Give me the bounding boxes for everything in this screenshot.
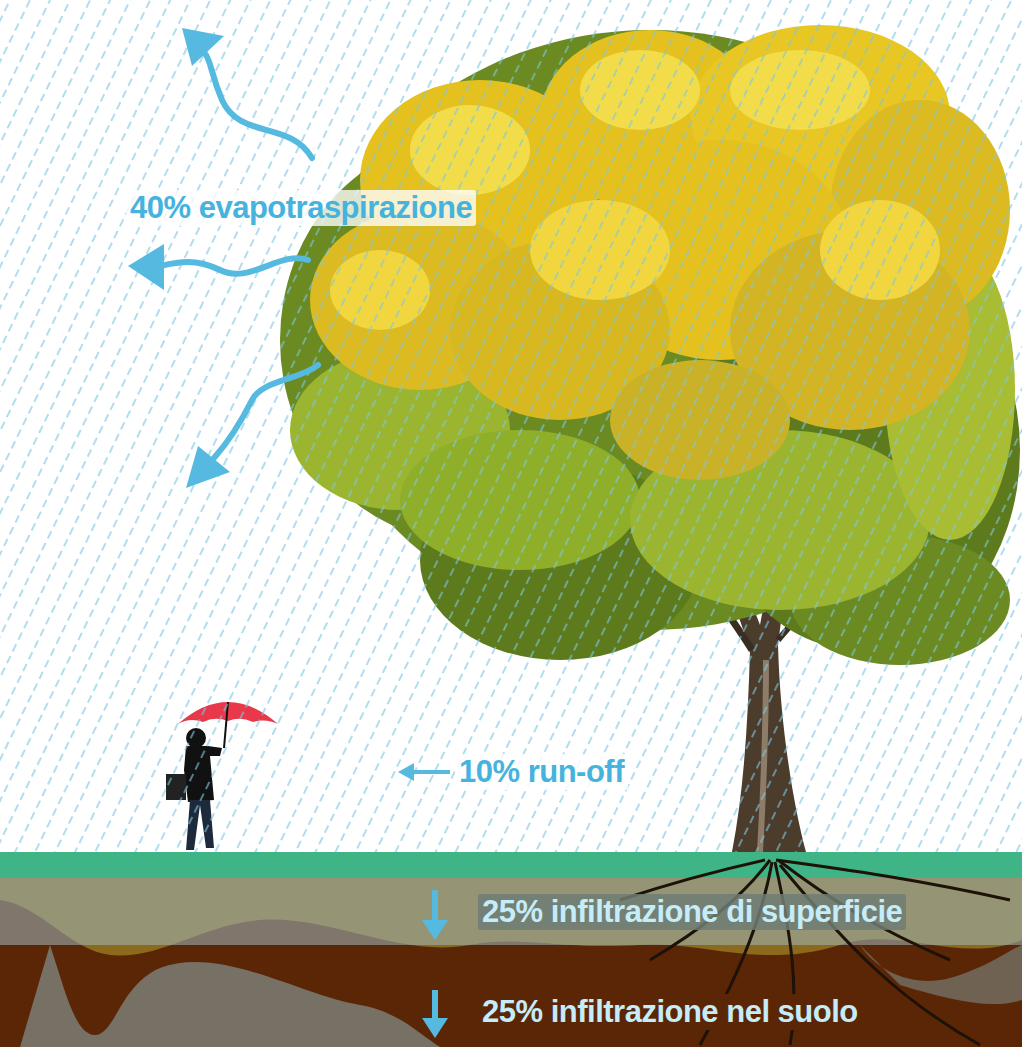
water-in-soil — [20, 945, 440, 1047]
flow-label: 25% infiltrazione di superficie — [478, 894, 906, 930]
arrowhead — [186, 446, 230, 488]
arrowhead — [182, 28, 224, 66]
arrow — [160, 258, 308, 274]
arrowhead — [422, 1018, 448, 1038]
flow-label: 40% evapotraspirazione — [126, 190, 476, 226]
arrow — [214, 365, 318, 458]
infiltration-arrow — [432, 990, 438, 1020]
topsoil — [0, 878, 1022, 955]
arrow — [204, 52, 312, 158]
evaporation-arrows — [160, 52, 318, 458]
arrowheads — [128, 28, 450, 1038]
rain — [0, 0, 1022, 852]
flow-label: 25% infiltrazione nel suolo — [478, 994, 862, 1030]
flow-label: 10% run-off — [455, 754, 628, 790]
arrowhead — [422, 920, 448, 940]
surface-water-band — [0, 878, 1022, 945]
water-in-soil — [860, 945, 1022, 1004]
runoff-arrow — [412, 770, 450, 774]
infiltration-arrow — [432, 890, 438, 922]
arrowhead — [128, 244, 164, 290]
soil — [0, 852, 1022, 1047]
arrowhead — [398, 763, 414, 781]
